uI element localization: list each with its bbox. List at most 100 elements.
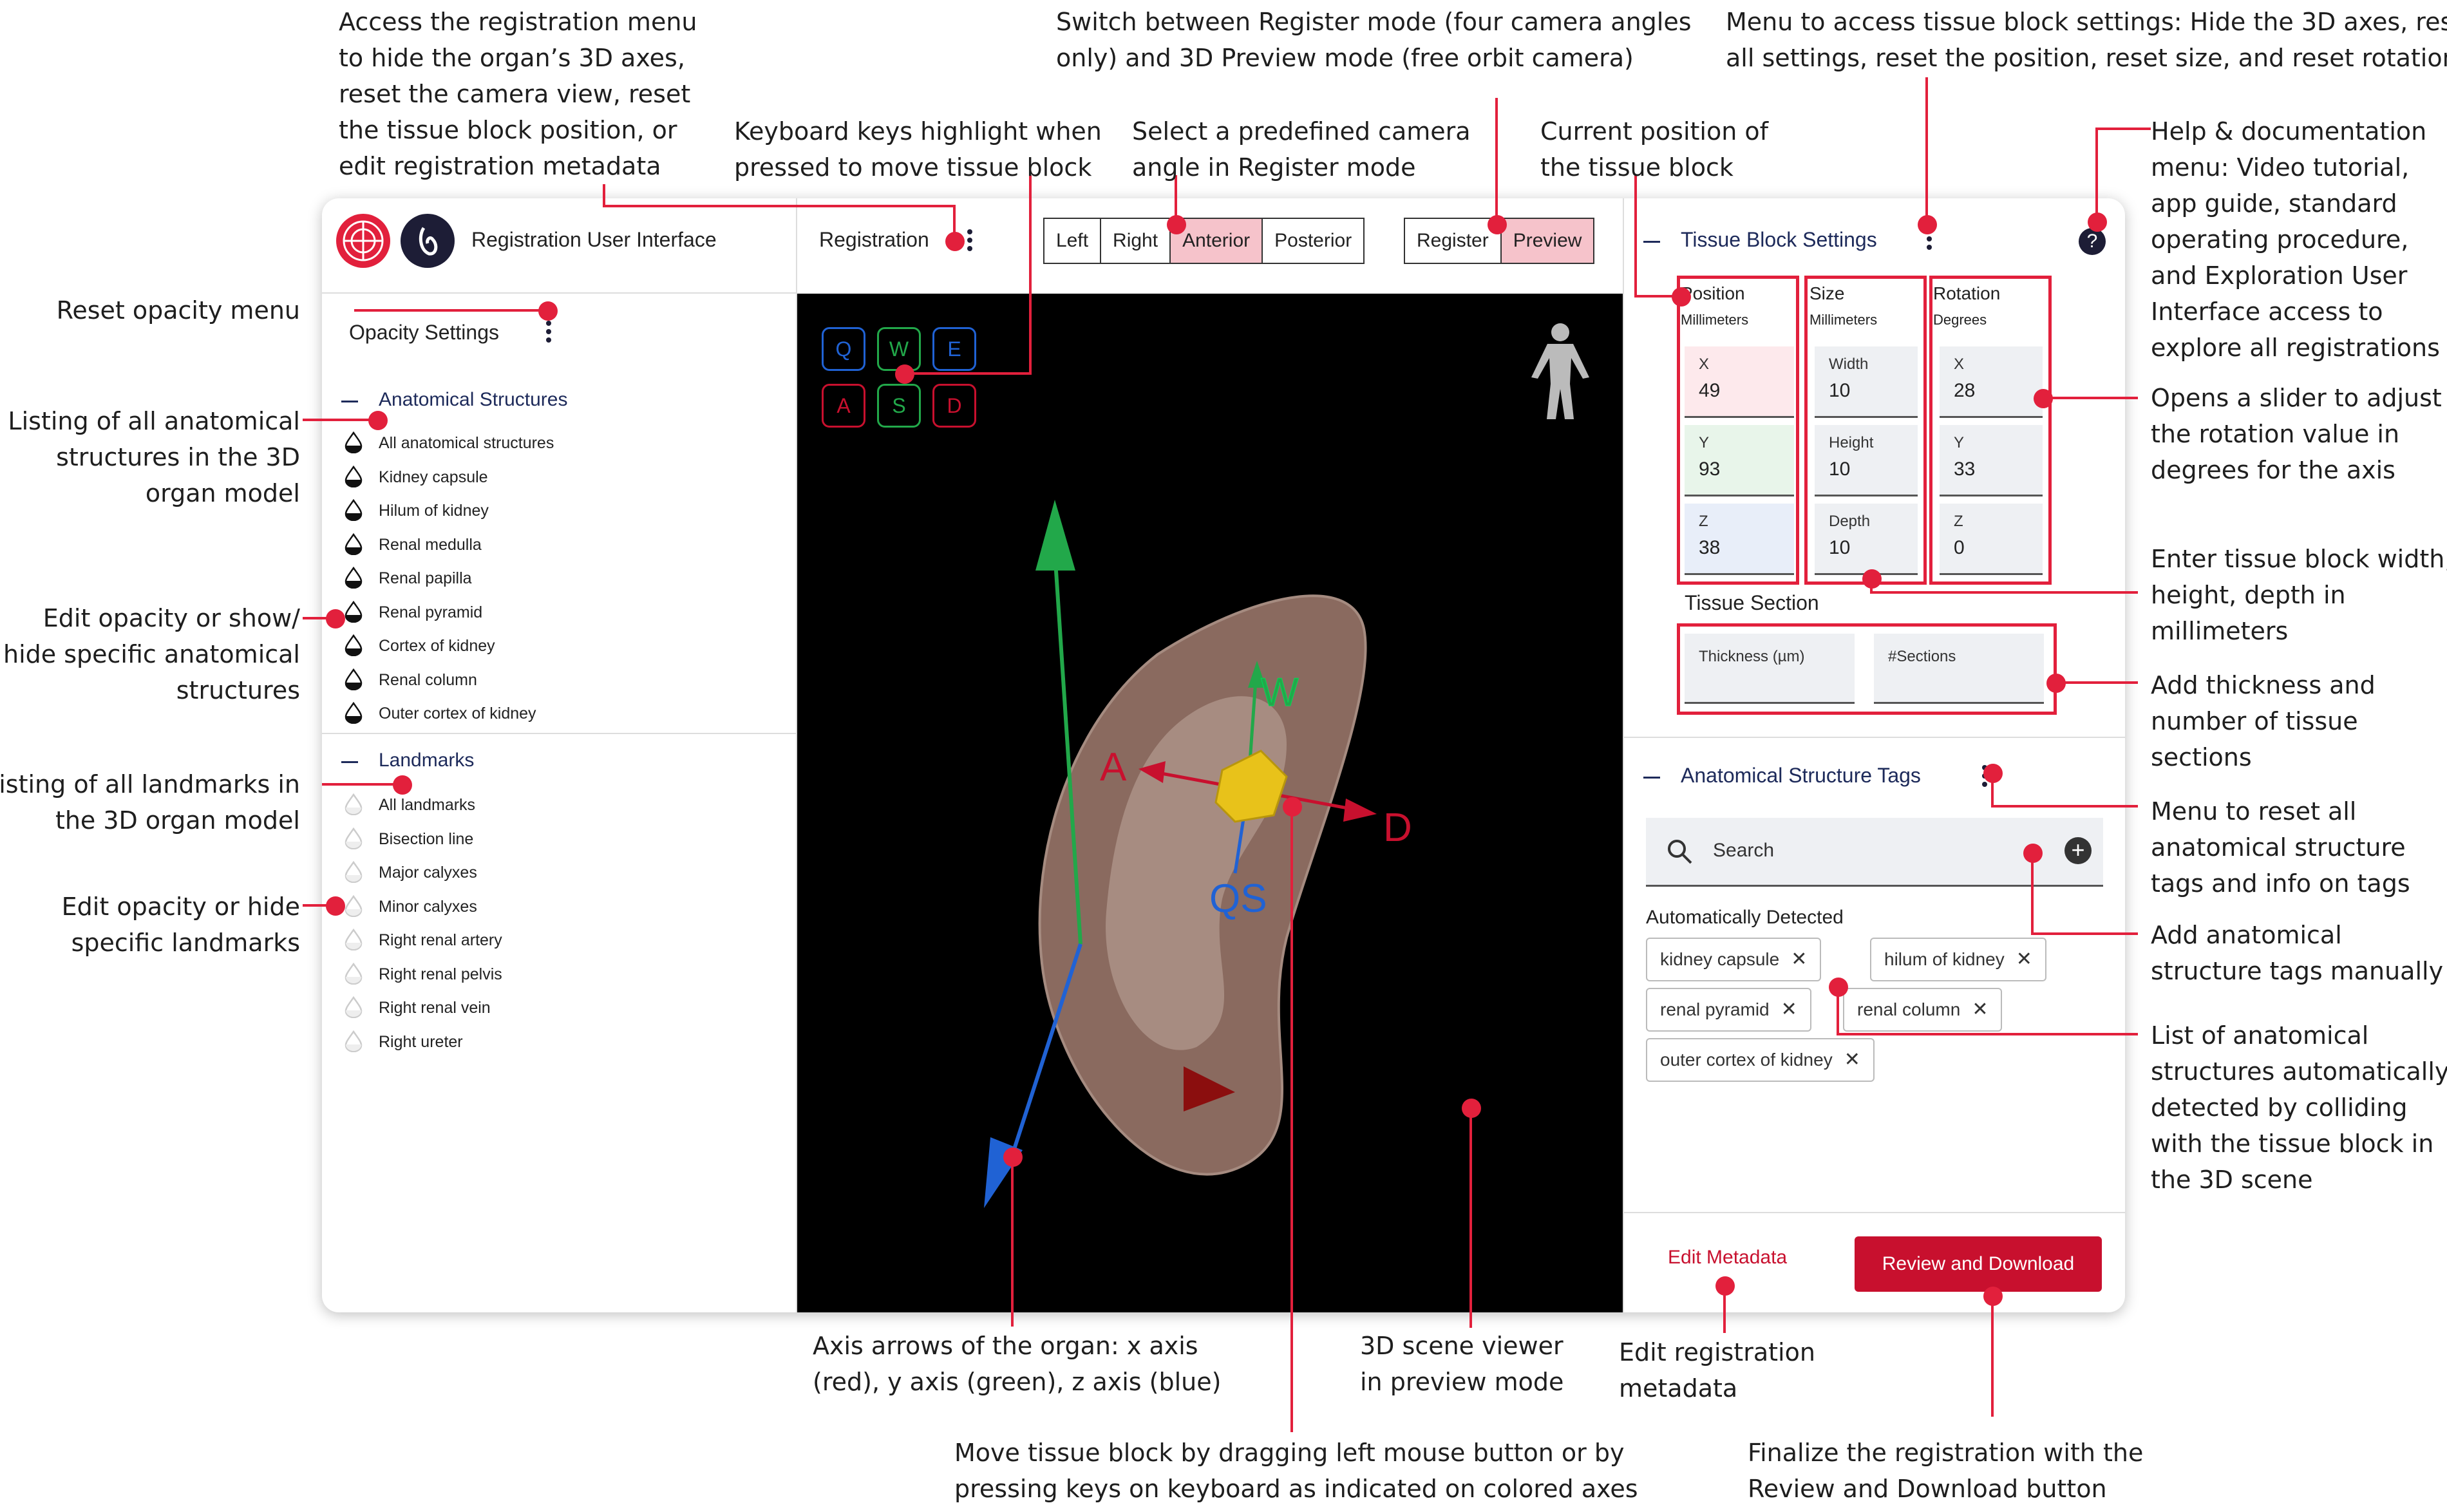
callout-dot <box>1862 569 1882 589</box>
add-tag-icon[interactable]: + <box>2064 837 2092 864</box>
annotation-listing-land: Listing of all landmarks in <box>0 770 300 799</box>
collapse-tissue-block-icon[interactable] <box>1643 241 1660 243</box>
position-y-field[interactable]: Y 93 <box>1685 425 1794 496</box>
register-mode-button[interactable]: Register <box>1405 219 1502 263</box>
rotation-y-field[interactable]: Y 33 <box>1940 425 2043 496</box>
a-axis-label: A <box>1100 745 1127 789</box>
position-y-value[interactable]: 93 <box>1699 458 1721 480</box>
tag-chip[interactable]: kidney capsule✕ <box>1646 938 1822 981</box>
list-item: Minor calyxes <box>379 897 477 916</box>
annotation-camera: angle in Register mode <box>1132 153 1416 182</box>
annotation-keys: Keyboard keys highlight when <box>734 117 1102 146</box>
remove-tag-icon[interactable]: ✕ <box>1781 999 1797 1020</box>
position-z-value[interactable]: 38 <box>1699 537 1721 558</box>
collapse-anatomical-icon[interactable] <box>341 401 358 402</box>
registration-menu-label[interactable]: Registration <box>819 228 929 251</box>
remove-tag-icon[interactable]: ✕ <box>1972 999 1989 1020</box>
annotation-tb-menu: Menu to access tissue block settings: Hi… <box>1726 8 2447 36</box>
opacity-drop-icon[interactable] <box>344 860 363 884</box>
size-width-value[interactable]: 10 <box>1829 380 1851 401</box>
rotation-y-value[interactable]: 33 <box>1954 458 1976 480</box>
size-depth-value[interactable]: 10 <box>1829 537 1851 558</box>
opacity-drop-icon[interactable] <box>344 634 363 657</box>
rotation-x-value[interactable]: 28 <box>1954 380 1976 401</box>
size-height-field[interactable]: Height 10 <box>1815 425 1918 496</box>
collapse-landmarks-icon[interactable] <box>341 761 358 763</box>
rotation-z-field[interactable]: Z 0 <box>1940 504 2043 575</box>
kidney-3d-model[interactable]: W A D QS <box>797 294 1623 1312</box>
opacity-drop-icon[interactable] <box>344 894 363 917</box>
annotation-listing-anat: structures in the 3D <box>56 443 300 471</box>
remove-tag-icon[interactable]: ✕ <box>1844 1049 1860 1070</box>
3d-scene-viewer[interactable]: W A D QS Q W E A S D <box>797 294 1623 1312</box>
opacity-drop-icon[interactable] <box>344 996 363 1019</box>
key-d[interactable]: D <box>932 384 976 428</box>
annotation-reg-menu: reset the camera view, reset <box>339 80 691 108</box>
key-a[interactable]: A <box>822 384 865 428</box>
camera-angle-toggle[interactable]: Left Right Anterior Posterior <box>1043 218 1365 264</box>
callout-dot <box>538 301 558 321</box>
position-x-value[interactable]: 49 <box>1699 380 1721 401</box>
camera-posterior-button[interactable]: Posterior <box>1274 230 1352 251</box>
tag-chip[interactable]: renal column✕ <box>1843 988 2003 1032</box>
tissue-block[interactable] <box>1214 750 1288 823</box>
camera-right-button[interactable]: Right <box>1101 219 1171 263</box>
opacity-drop-icon[interactable] <box>344 498 363 522</box>
hra-logo-icon <box>336 214 390 268</box>
tag-chip[interactable]: outer cortex of kidney✕ <box>1646 1038 1875 1082</box>
opacity-drop-icon[interactable] <box>344 928 363 951</box>
list-item: Hilum of kidney <box>379 502 489 520</box>
remove-tag-icon[interactable]: ✕ <box>2016 949 2032 970</box>
opacity-drop-icon[interactable] <box>344 431 363 454</box>
callout-dot <box>2023 844 2043 863</box>
position-z-field[interactable]: Z 38 <box>1685 504 1794 575</box>
size-width-field[interactable]: Width 10 <box>1815 346 1918 418</box>
opacity-drop-icon[interactable] <box>344 566 363 589</box>
annotation-viewer: 3D scene viewer <box>1360 1332 1564 1360</box>
list-item: Right ureter <box>379 1032 463 1051</box>
block-a-arrowhead <box>1138 761 1166 783</box>
opacity-drop-icon[interactable] <box>344 1030 363 1052</box>
tag-chip[interactable]: hilum of kidney✕ <box>1870 938 2046 981</box>
preview-mode-button[interactable]: Preview <box>1501 219 1594 263</box>
list-item: Renal papilla <box>379 569 472 587</box>
size-width-label: Width <box>1829 355 1869 373</box>
opacity-drop-icon[interactable] <box>344 701 363 724</box>
help-icon[interactable]: ? <box>2079 228 2106 255</box>
key-s[interactable]: S <box>877 384 921 428</box>
position-x-field[interactable]: X 49 <box>1685 346 1794 418</box>
collapse-tags-icon[interactable] <box>1643 777 1660 779</box>
w-axis-label: W <box>1261 670 1299 715</box>
size-height-value[interactable]: 10 <box>1829 458 1851 480</box>
opacity-drop-icon[interactable] <box>344 533 363 555</box>
key-q[interactable]: Q <box>822 327 865 371</box>
camera-anterior-button[interactable]: Anterior <box>1171 219 1263 263</box>
opacity-drop-icon[interactable] <box>344 600 363 623</box>
size-depth-field[interactable]: Depth 10 <box>1815 504 1918 575</box>
annotation-reset-opacity: Reset opacity menu <box>56 296 300 325</box>
remove-tag-icon[interactable]: ✕ <box>1791 949 1808 970</box>
opacity-drop-icon[interactable] <box>344 465 363 487</box>
review-download-button[interactable]: Review and Download <box>1855 1236 2102 1292</box>
opacity-drop-icon[interactable] <box>344 793 363 816</box>
opacity-divider <box>322 733 796 734</box>
callout-dot <box>1488 215 1507 234</box>
mode-toggle[interactable]: Register Preview <box>1404 218 1595 264</box>
camera-left-button[interactable]: Left <box>1044 219 1102 263</box>
callout-dot <box>2034 389 2053 408</box>
reset-opacity-kebab-icon[interactable] <box>546 321 553 346</box>
thickness-field[interactable]: Thickness (µm) <box>1685 634 1855 704</box>
edit-metadata-link[interactable]: Edit Metadata <box>1668 1247 1788 1268</box>
tag-chip[interactable]: renal pyramid✕ <box>1646 988 1811 1032</box>
registration-menu-kebab-icon[interactable] <box>967 229 974 254</box>
annotation-edit-opacity: structures <box>176 676 300 704</box>
rotation-x-field[interactable]: X 28 <box>1940 346 2043 418</box>
key-e[interactable]: E <box>932 327 976 371</box>
annotation-section: sections <box>2151 743 2252 771</box>
opacity-drop-icon[interactable] <box>344 827 363 849</box>
sections-field[interactable]: #Sections <box>1874 634 2044 704</box>
opacity-drop-icon[interactable] <box>344 668 363 690</box>
annotation-tb-menu: all settings, reset the position, reset … <box>1726 44 2447 72</box>
opacity-drop-icon[interactable] <box>344 962 363 985</box>
rotation-z-value[interactable]: 0 <box>1954 537 1965 558</box>
